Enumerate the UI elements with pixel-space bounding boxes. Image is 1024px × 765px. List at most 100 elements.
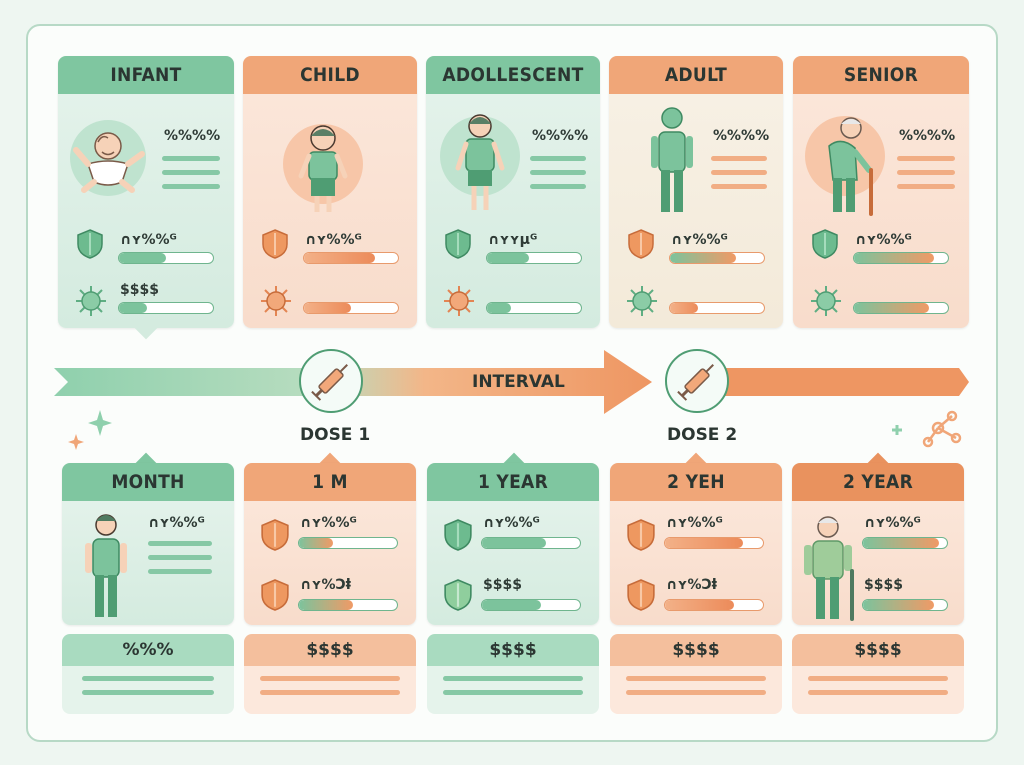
- syringe-icon: [299, 349, 363, 413]
- text-line: [711, 184, 767, 189]
- note-title: $$$$: [427, 634, 599, 666]
- text-line: [897, 170, 955, 175]
- progress-bar: [118, 252, 214, 264]
- card-title: SENIOR: [793, 56, 969, 94]
- card-month: MONTH ∩ʏ%%ᴳ: [62, 463, 234, 625]
- text-line: [808, 690, 948, 695]
- text-line: [82, 690, 214, 695]
- text-line: [808, 676, 948, 681]
- card-adult: ADULT %%%% ∩ʏ%%ᴳ: [609, 56, 783, 328]
- card-2yeh: 2 YEH ∩ʏ%%ᴳ ∩ʏ%Ɔⱡ: [610, 463, 782, 625]
- text-line: [897, 156, 955, 161]
- text-line: [626, 676, 766, 681]
- card-title: ADOLLESCENT: [426, 56, 600, 94]
- text-line: [530, 170, 586, 175]
- card-1m: 1 M ∩ʏ%%ᴳ ∩ʏ%Ɔⱡ: [244, 463, 416, 625]
- progress-fill: [299, 600, 353, 610]
- card-title: 1 YEAR: [427, 463, 599, 501]
- progress-fill: [670, 253, 736, 263]
- card-title: ADULT: [609, 56, 783, 94]
- virus-icon: [444, 286, 474, 316]
- row1-label: ∩ʏ%%ᴳ: [671, 232, 728, 248]
- progress-bar: [853, 252, 949, 264]
- text-line: [443, 676, 583, 681]
- text-line: [148, 555, 212, 560]
- card-title: 2 YEH: [610, 463, 782, 501]
- note-2yeh: $$$$: [610, 634, 782, 714]
- progress-fill: [119, 253, 166, 263]
- progress-fill: [119, 303, 148, 313]
- adult-icon: [85, 514, 127, 617]
- note-month: %%%: [62, 634, 234, 714]
- row2-label: ∩ʏ%Ɔⱡ: [666, 577, 717, 593]
- row2-label: $$$$: [864, 577, 903, 593]
- row2-label: ∩ʏ%Ɔⱡ: [300, 577, 351, 593]
- text-line: [897, 184, 955, 189]
- row1-label: ∩ʏʏµᴳ: [488, 232, 538, 248]
- progress-bar: [664, 599, 764, 611]
- progress-fill: [482, 600, 541, 610]
- progress-bar: [486, 302, 582, 314]
- molecule-icon: [892, 410, 962, 448]
- shield-icon: [77, 229, 103, 259]
- shield-icon: [444, 579, 472, 611]
- adult-icon: [651, 107, 693, 212]
- card-title: 1 M: [244, 463, 416, 501]
- text-line: [443, 690, 583, 695]
- progress-fill: [665, 538, 744, 548]
- interval-label: INTERVAL: [472, 372, 565, 392]
- progress-fill: [482, 538, 546, 548]
- progress-fill: [863, 600, 935, 610]
- shield-icon: [262, 229, 288, 259]
- shield-icon: [628, 229, 654, 259]
- progress-fill: [299, 538, 334, 548]
- card-heading: %%%%: [532, 128, 589, 144]
- progress-bar: [303, 252, 399, 264]
- note-1m: $$$$: [244, 634, 416, 714]
- progress-fill: [304, 303, 351, 313]
- virus-icon: [627, 286, 657, 316]
- progress-fill: [863, 538, 939, 548]
- child-icon: [283, 124, 363, 212]
- text-line: [711, 156, 767, 161]
- row1-label: ∩ʏ%%ᴳ: [120, 232, 177, 248]
- shield-icon: [812, 229, 838, 259]
- card-infant: INFANT %%%% ∩ʏ%%ᴳ $$$$: [58, 56, 234, 328]
- note-title: $$$$: [244, 634, 416, 666]
- card-2year: 2 YEAR ∩ʏ%%ᴳ $$$$: [792, 463, 964, 625]
- teen-icon: [440, 114, 520, 210]
- text-line: [148, 541, 212, 546]
- senior-icon: [805, 116, 885, 216]
- dose-2-label: DOSE 2: [667, 425, 738, 445]
- text-line: [530, 156, 586, 161]
- note-title: $$$$: [792, 634, 964, 666]
- progress-bar: [862, 599, 948, 611]
- shield-icon: [627, 519, 655, 551]
- virus-icon: [811, 286, 841, 316]
- progress-bar: [298, 537, 398, 549]
- card-title: INFANT: [58, 56, 234, 94]
- progress-bar: [118, 302, 214, 314]
- note-title: %%%: [62, 634, 234, 666]
- progress-bar: [669, 302, 765, 314]
- card-heading: %%%%: [899, 128, 956, 144]
- progress-fill: [670, 303, 699, 313]
- progress-bar: [481, 599, 581, 611]
- progress-fill: [304, 253, 375, 263]
- note-1year: $$$$: [427, 634, 599, 714]
- baby-icon: [70, 120, 146, 196]
- progress-bar: [481, 537, 581, 549]
- text-line: [260, 676, 400, 681]
- row2-label: $$$$: [120, 282, 159, 298]
- shield-icon: [261, 579, 289, 611]
- card-senior: SENIOR %%%% ∩ʏ%%ᴳ: [793, 56, 969, 328]
- card-title: 2 YEAR: [792, 463, 964, 501]
- row1-label: ∩ʏ%%ᴳ: [483, 515, 540, 531]
- progress-bar: [664, 537, 764, 549]
- card-heading: %%%%: [164, 128, 221, 144]
- row1-label: ∩ʏ%%ᴳ: [666, 515, 723, 531]
- progress-bar: [486, 252, 582, 264]
- card-1year: 1 YEAR ∩ʏ%%ᴳ $$$$: [427, 463, 599, 625]
- text-line: [162, 156, 220, 161]
- syringe-icon: [665, 349, 729, 413]
